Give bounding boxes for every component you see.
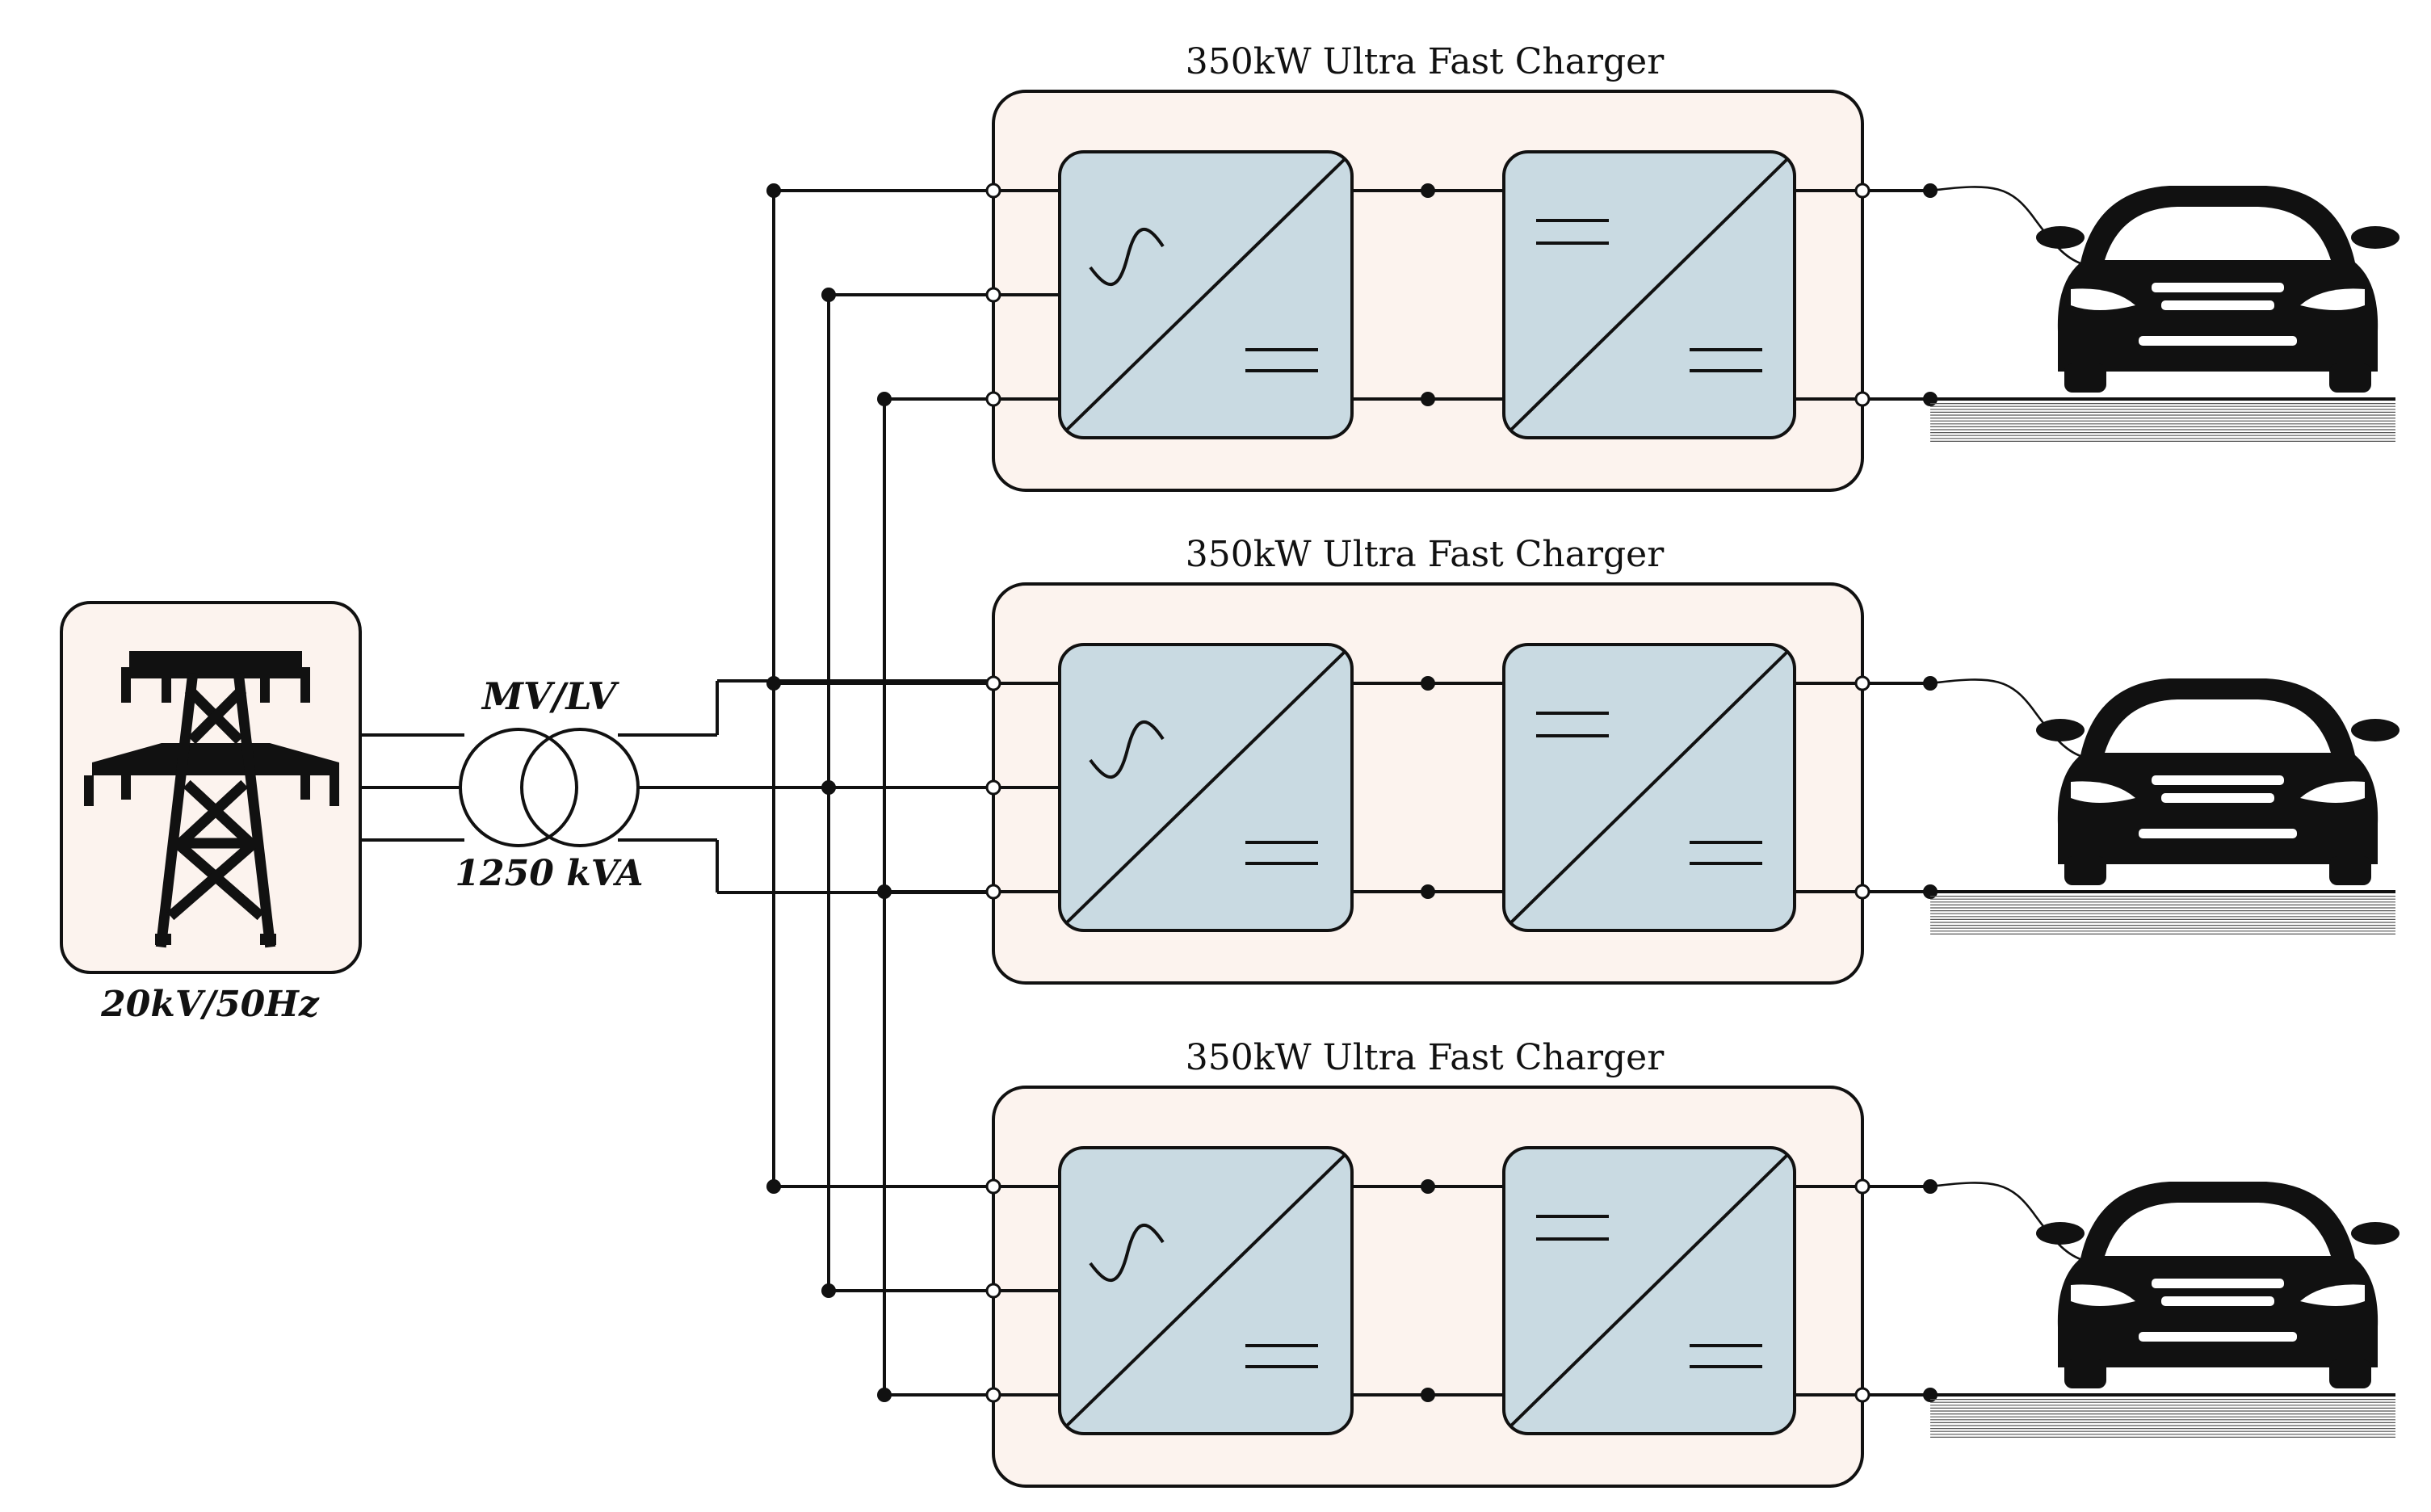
bus-junction [821, 1283, 836, 1298]
charging-cable [1929, 186, 2086, 267]
input-terminal [985, 183, 1001, 199]
transformer-rating-top: MV/LV [481, 674, 619, 718]
source-label: 20kV/50Hz [100, 984, 320, 1025]
bus-junction [766, 183, 781, 198]
dc-link-node [1421, 884, 1435, 899]
input-terminal [985, 1178, 1001, 1195]
dc-link-node [1421, 183, 1435, 198]
output-terminal [1854, 1387, 1870, 1403]
charger-units: 350kW Ultra Fast Charger 350kW Ultra Fast… [766, 41, 2400, 1488]
car-icon [2036, 186, 2400, 393]
ac-dc-converter-icon [1058, 150, 1354, 439]
transmission-tower-icon [84, 651, 339, 948]
input-terminal [985, 779, 1001, 796]
bus-junction [877, 392, 892, 406]
bus-junction [821, 288, 836, 302]
source-feeder-wires [360, 733, 464, 842]
input-terminal [985, 675, 1001, 691]
charger-unit: 350kW Ultra Fast Charger [766, 1037, 2400, 1488]
transformer-rating-bottom: 1250 kVA [455, 853, 643, 894]
ac-dc-converter-icon [1058, 1146, 1354, 1435]
input-terminal [985, 1387, 1001, 1403]
charger-title: 350kW Ultra Fast Charger [1186, 1037, 1665, 1078]
ac-dc-converter-icon [1058, 643, 1354, 932]
bus-junction [877, 1388, 892, 1402]
charger-unit: 350kW Ultra Fast Charger [766, 534, 2400, 985]
input-terminal [985, 287, 1001, 303]
ground-hatch [1930, 1398, 2395, 1438]
dc-dc-converter-icon [1502, 643, 1796, 932]
transformer: MV/LV 1250 kVA [455, 674, 643, 894]
output-terminal [1854, 391, 1870, 407]
charger-title: 350kW Ultra Fast Charger [1186, 534, 1665, 575]
transformer-icon [459, 728, 640, 847]
output-terminal [1854, 884, 1870, 900]
charger-unit: 350kW Ultra Fast Charger [766, 41, 2400, 492]
charging-cable [1929, 1182, 2086, 1262]
car-icon [2036, 1182, 2400, 1388]
bus-junction [766, 676, 781, 691]
input-terminal [985, 884, 1001, 900]
dc-link-node [1421, 392, 1435, 406]
charging-cable [1929, 678, 2086, 759]
output-terminal [1854, 183, 1870, 199]
output-node [1923, 392, 1938, 406]
dc-link-node [1421, 676, 1435, 691]
input-terminal [985, 391, 1001, 407]
charger-title: 350kW Ultra Fast Charger [1186, 41, 1665, 82]
bus-junction [766, 1179, 781, 1194]
grid-source: 20kV/50Hz [60, 601, 362, 1025]
output-terminal [1854, 675, 1870, 691]
output-node [1923, 1388, 1938, 1402]
ground-hatch [1930, 895, 2395, 935]
dc-link-node [1421, 1388, 1435, 1402]
input-terminal [985, 1283, 1001, 1299]
dc-dc-converter-icon [1502, 150, 1796, 439]
output-node [1923, 884, 1938, 899]
dc-dc-converter-icon [1502, 1146, 1796, 1435]
output-terminal [1854, 1178, 1870, 1195]
bus-junction [877, 884, 892, 899]
bus-junction [821, 780, 836, 795]
dc-link-node [1421, 1179, 1435, 1194]
car-icon [2036, 678, 2400, 885]
ground-hatch [1930, 403, 2395, 443]
